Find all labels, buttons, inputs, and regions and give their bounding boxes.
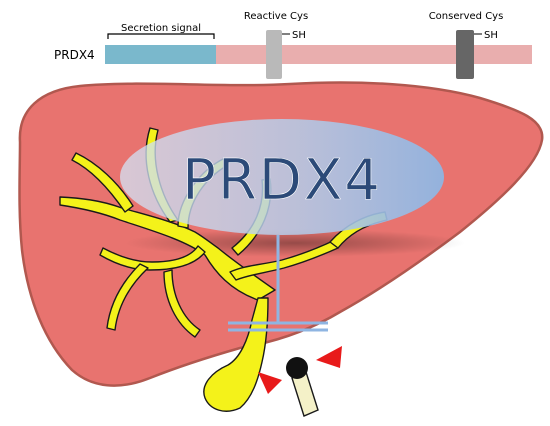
secretion-signal-label: Secretion signal [121, 23, 201, 34]
conserved-cys-label: Conserved Cys [429, 11, 504, 22]
red-arrow-right [316, 346, 342, 368]
red-arrow-left [258, 372, 282, 394]
conserved-sh-label: SH [484, 30, 498, 41]
duct-ball [286, 357, 308, 379]
protein-label: PRDX4 [54, 48, 95, 62]
reactive-cys-marker [266, 30, 282, 79]
secretion-signal-bracket [107, 33, 215, 39]
conserved-cys-marker [456, 30, 474, 79]
reactive-sh-label: SH [292, 30, 306, 41]
protein-schematic: PRDX4 Secretion signal Reactive Cys SH C… [54, 11, 532, 79]
reactive-cys-label: Reactive Cys [244, 11, 308, 22]
secretion-path [228, 235, 328, 332]
prdx4-ellipse [120, 119, 444, 235]
prdx4-center-label: PRDX4 [182, 148, 382, 213]
secretion-signal-bar [105, 45, 216, 64]
duct-outlet [286, 357, 319, 417]
